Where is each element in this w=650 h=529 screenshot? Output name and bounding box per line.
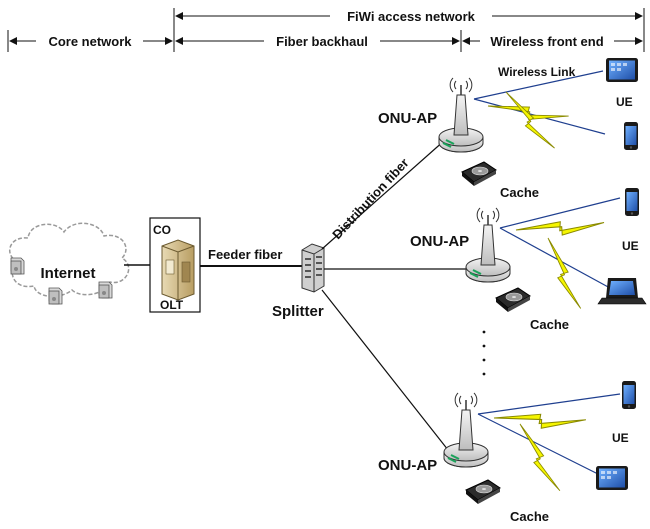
smartphone-icon [624, 122, 638, 150]
onu-ap-label: ONU-AP [378, 457, 437, 474]
wireless-link-line [499, 227, 611, 289]
fiwi-network-label: FiWi access network [347, 9, 476, 24]
wireless-link-line [477, 413, 599, 475]
central-office: CO OLT [149, 217, 201, 313]
onu-ap-icon [443, 392, 489, 468]
onu-ap-label: ONU-AP [378, 110, 437, 127]
ue-label: UE [612, 431, 629, 445]
server-icon [98, 281, 113, 299]
header-core-span: Core network [7, 30, 173, 52]
header-fiber-backhaul-span: Fiber backhaul [175, 30, 462, 52]
onu-ap-label: ONU-AP [410, 233, 469, 250]
lightning-bolt-icon [492, 91, 568, 149]
feeder-fiber-label: Feeder fiber [208, 247, 282, 262]
ue-label: UE [622, 239, 639, 253]
laptop-icon [597, 277, 647, 305]
splitter-icon [301, 243, 325, 293]
core-network-label: Core network [48, 34, 132, 49]
cache-label: Cache [510, 509, 549, 524]
lightning-bolt-icon [515, 189, 605, 263]
lightning-bolt-icon [501, 423, 579, 492]
wireless-front-end-label: Wireless front end [490, 34, 603, 49]
splitter-label: Splitter [272, 303, 324, 320]
smartphone-icon [625, 188, 639, 216]
distribution-fiber-line [321, 139, 446, 250]
lightning-bolt-icon [493, 383, 587, 455]
header-fiwi-span: FiWi access network [173, 8, 645, 52]
olt-label: OLT [160, 298, 184, 312]
wireless-link-line [477, 393, 621, 415]
distribution-fiber-label: Distribution fiber [329, 155, 411, 242]
onu-ap-icon [438, 77, 484, 153]
cache-label: Cache [500, 185, 539, 200]
server-icon [10, 257, 25, 275]
header-wireless-front-end-span: Wireless front end [462, 34, 643, 49]
internet-label: Internet [40, 265, 95, 282]
fiber-backhaul-label: Fiber backhaul [276, 34, 368, 49]
wireless-link-line [499, 197, 621, 229]
tablet-icon [596, 466, 628, 490]
ue-label: UE [616, 95, 633, 109]
more-onu-ellipsis [482, 330, 486, 376]
co-label: CO [153, 223, 171, 237]
cache-disk-icon [461, 161, 497, 187]
cache-label: Cache [530, 317, 569, 332]
onu-ap-icon [465, 207, 511, 283]
server-icon [48, 287, 63, 305]
distribution-fiber-line [321, 289, 453, 456]
smartphone-icon [622, 381, 636, 409]
olt-server-icon [161, 239, 195, 301]
tablet-icon [606, 58, 638, 82]
internet-cloud: Internet [8, 222, 130, 305]
wireless-link-line [473, 70, 604, 100]
lightning-bolt-icon [487, 82, 570, 140]
wireless-link-label: Wireless Link [498, 65, 576, 79]
cache-disk-icon [465, 479, 501, 505]
cache-disk-icon [495, 287, 531, 313]
